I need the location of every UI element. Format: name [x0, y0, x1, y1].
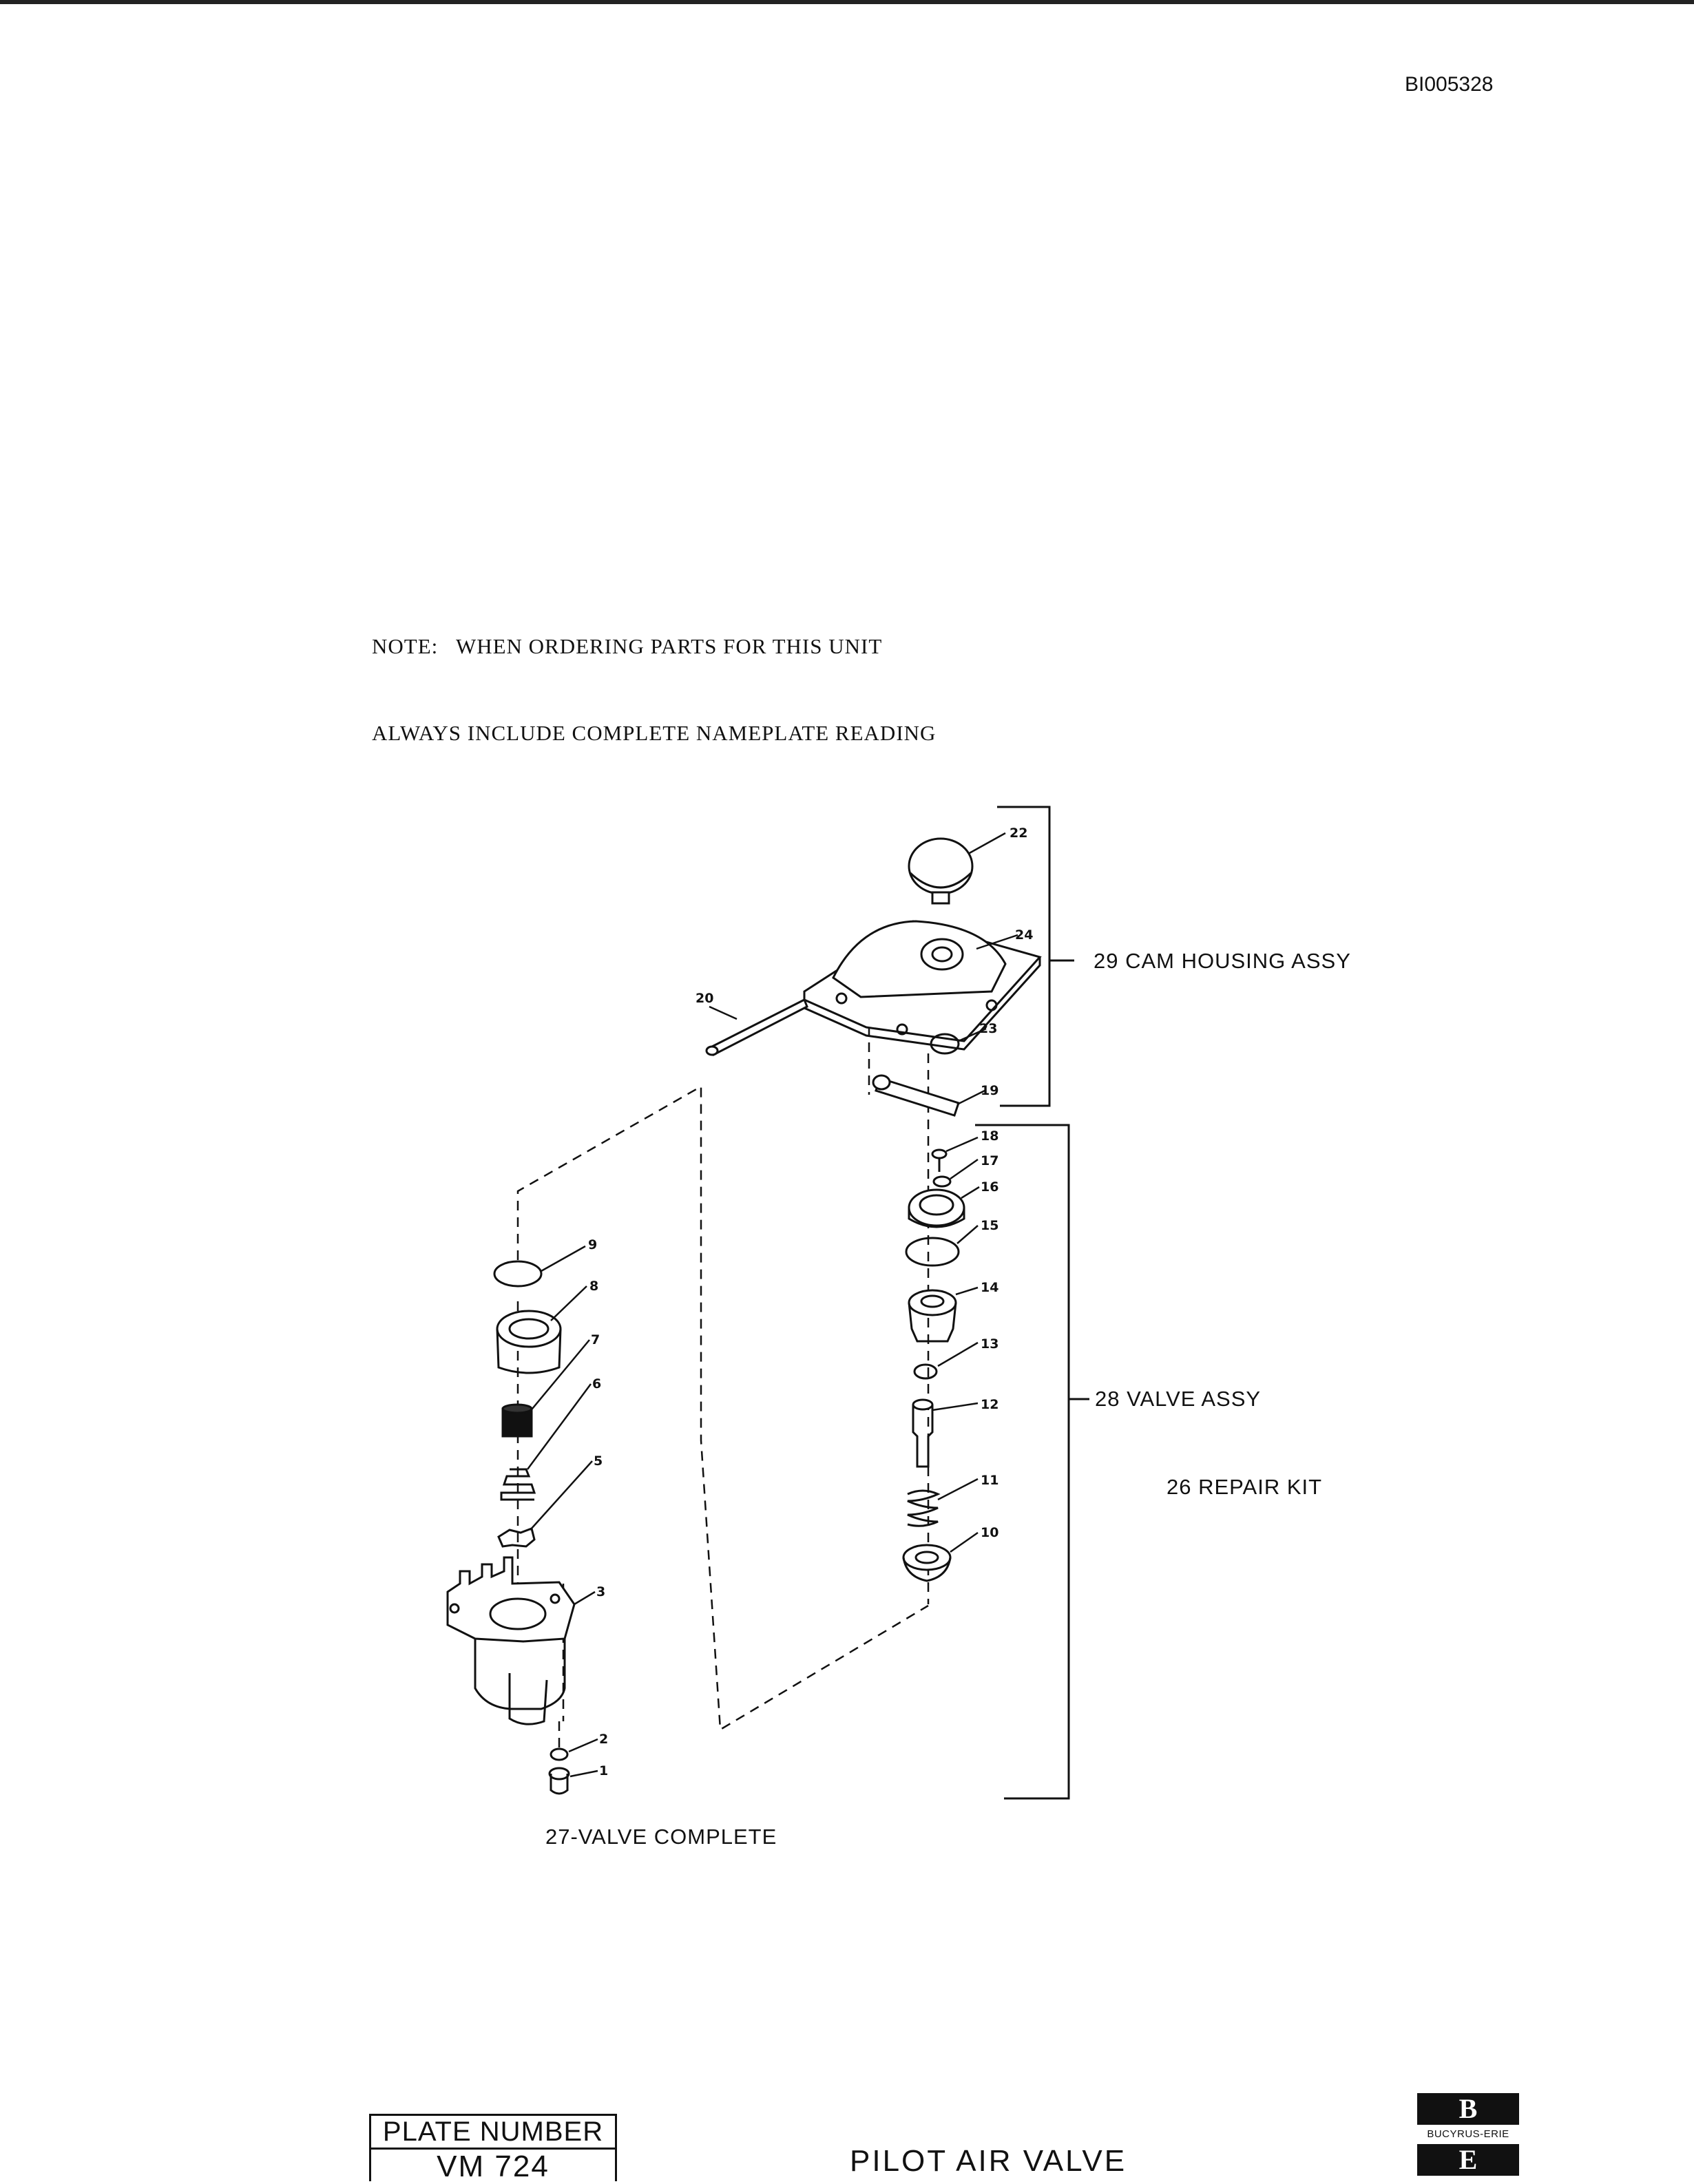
part-number-16: 16	[981, 1179, 998, 1195]
logo-bottom-letter: E	[1417, 2144, 1519, 2176]
part-14-guide	[908, 1289, 957, 1343]
part-number-19: 19	[981, 1083, 998, 1098]
part-number-11: 11	[981, 1473, 998, 1488]
part-5-star-washer	[497, 1527, 536, 1548]
part-number-14: 14	[981, 1280, 998, 1295]
part-number-3: 3	[596, 1584, 605, 1599]
logo-top-letter: B	[1417, 2093, 1519, 2125]
callout-valve-complete: 27-VALVE COMPLETE	[545, 1825, 777, 1849]
part-20-pin	[705, 998, 808, 1056]
part-19-cam-lever	[872, 1074, 960, 1117]
plate-number-value: VM 724	[437, 2150, 550, 2183]
part-number-13: 13	[981, 1336, 998, 1352]
part-15-o-ring	[905, 1237, 960, 1267]
part-number-6: 6	[592, 1376, 601, 1392]
logo-brand-name: BUCYRUS-ERIE	[1427, 2128, 1509, 2140]
assembly-dashed-lines	[516, 993, 930, 1749]
part-number-24: 24	[1015, 927, 1033, 943]
document-id: BI005328	[1405, 73, 1494, 96]
part-16-ring	[908, 1188, 965, 1228]
part-number-7: 7	[591, 1332, 600, 1347]
bucyrus-erie-logo: B BUCYRUS-ERIE E	[1417, 2093, 1519, 2181]
part-17-washer	[932, 1175, 952, 1188]
part-18-screw	[931, 1148, 948, 1172]
part-24-cam-housing	[803, 920, 1042, 1051]
callout-valve-assy: 28 VALVE ASSY	[1095, 1387, 1261, 1411]
part-number-18: 18	[981, 1128, 998, 1144]
part-7-insert	[501, 1403, 533, 1438]
part-number-17: 17	[981, 1153, 998, 1168]
drawing-title: PILOT AIR VALVE	[850, 2144, 1127, 2178]
leader-lines	[526, 832, 1018, 1778]
callout-cam-housing-assy: 29 CAM HOUSING ASSY	[1094, 949, 1351, 973]
part-number-15: 15	[981, 1218, 998, 1233]
part-number-1: 1	[599, 1763, 608, 1778]
part-3-valve-body	[446, 1556, 576, 1725]
part-number-22: 22	[1010, 826, 1027, 841]
plate-number-label: PLATE NUMBER	[371, 2116, 615, 2150]
part-13-washer	[913, 1363, 938, 1380]
part-number-23: 23	[979, 1021, 997, 1036]
part-1-screw	[548, 1767, 570, 1795]
cam-housing-bracket	[997, 806, 1074, 1107]
part-23-clip-ring	[930, 1033, 960, 1055]
note-line-2: ALWAYS INCLUDE COMPLETE NAMEPLATE READIN…	[372, 721, 937, 745]
part-number-9: 9	[588, 1237, 597, 1252]
note-line-1: NOTE: WHEN ORDERING PARTS FOR THIS UNIT	[372, 634, 883, 658]
part-2-washer	[550, 1747, 569, 1761]
part-6-spring	[500, 1468, 536, 1501]
part-number-5: 5	[594, 1453, 603, 1469]
part-number-10: 10	[981, 1525, 998, 1540]
callout-repair-kit: 26 REPAIR KIT	[1167, 1475, 1322, 1499]
part-10-seat	[902, 1544, 952, 1582]
valve-assy-bracket	[975, 1124, 1089, 1800]
part-number-12: 12	[981, 1397, 998, 1412]
part-12-stem	[912, 1398, 934, 1468]
ordering-note: NOTE: WHEN ORDERING PARTS FOR THIS UNIT …	[372, 574, 936, 777]
part-22-knob	[908, 837, 974, 905]
part-number-2: 2	[599, 1732, 608, 1747]
plate-number-box: PLATE NUMBER VM 724	[369, 2114, 617, 2183]
part-11-spring	[907, 1489, 941, 1527]
part-number-8: 8	[589, 1279, 598, 1294]
part-number-20: 20	[696, 991, 713, 1006]
top-border-line	[0, 0, 1694, 4]
part-9-ring	[493, 1260, 543, 1288]
part-8-bushing	[496, 1310, 562, 1374]
